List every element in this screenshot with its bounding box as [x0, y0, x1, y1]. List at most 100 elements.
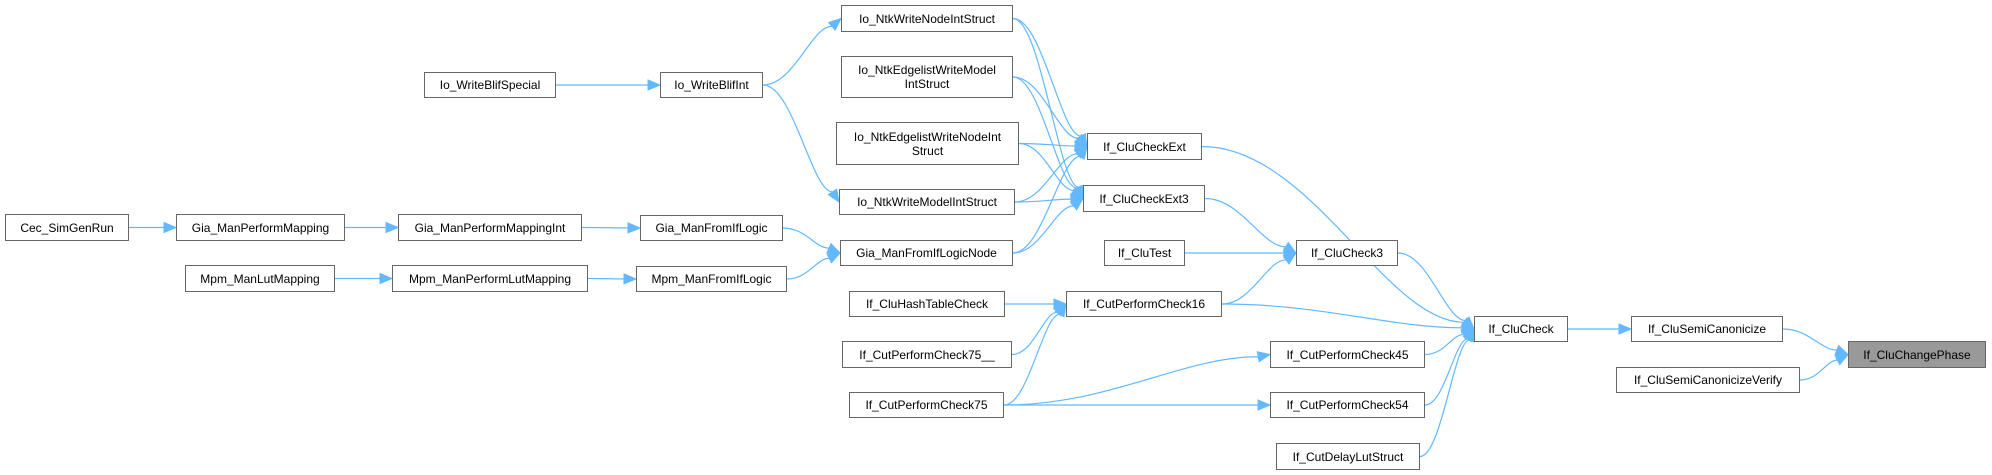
call-edge	[1221, 303, 1463, 329]
node-label: If_CutPerformCheck75__	[859, 347, 995, 362]
arrowhead-icon	[1834, 353, 1850, 366]
graph-node-mpm-manlutmapping[interactable]: Mpm_ManLutMapping	[185, 265, 335, 292]
node-label: Io_NtkEdgelistWriteNodeInt Struct	[853, 129, 1002, 158]
node-label: If_CutPerformCheck75	[865, 398, 988, 412]
call-edge	[1012, 205, 1074, 254]
graph-node-if-cutperformcheck54[interactable]: If_CutPerformCheck54	[1270, 392, 1425, 418]
arrowhead-icon	[1054, 302, 1067, 318]
node-label: Io_NtkWriteModelIntStruct	[857, 195, 997, 209]
call-edge	[1003, 356, 1259, 406]
node-label: Io_NtkEdgelistWriteModel IntStruct	[858, 63, 996, 91]
arrowhead-icon	[163, 221, 178, 234]
graph-node-if-cutperformcheck75[interactable]: If_CutPerformCheck75	[849, 392, 1004, 418]
node-label: If_CluTest	[1117, 246, 1172, 260]
call-edge	[786, 257, 830, 280]
node-label: Gia_ManPerformMappingInt	[414, 220, 566, 235]
graph-node-if-cluchangephase: If_CluChangePhase	[1848, 341, 1986, 368]
node-label: Io_WriteBlifInt	[674, 78, 749, 92]
node-label: Mpm_ManLutMapping	[200, 271, 320, 286]
graph-node-if-clucheckext3[interactable]: If_CluCheckExt3	[1083, 185, 1205, 212]
call-edge	[1012, 17, 1079, 188]
call-edge	[782, 227, 830, 249]
graph-node-if-clutest[interactable]: If_CluTest	[1104, 240, 1185, 266]
arrowhead-icon	[385, 221, 400, 234]
call-edge	[1397, 252, 1466, 322]
graph-node-io-ntkedgelistwritemodelintstruct[interactable]: Io_NtkEdgelistWriteModel IntStruct	[841, 56, 1013, 98]
call-edge	[1014, 198, 1072, 203]
graph-node-if-clusemicanonicizeverify[interactable]: If_CluSemiCanonicizeVerify	[1616, 367, 1800, 393]
arrowhead-icon	[623, 273, 638, 285]
node-label: Gia_ManFromIfLogic	[655, 221, 768, 235]
graph-node-io-ntkwritenodeintstruct[interactable]: Io_NtkWriteNodeIntStruct	[841, 5, 1013, 32]
graph-node-if-cutdelaylutstruct[interactable]: If_CutDelayLutStruct	[1276, 443, 1420, 470]
arrowhead-icon	[1256, 351, 1272, 363]
call-edge	[1782, 328, 1837, 351]
node-label: If_CluCheck	[1488, 322, 1554, 336]
graph-node-gia-manperformmapping[interactable]: Gia_ManPerformMapping	[176, 214, 345, 241]
graph-node-io-writeblifint[interactable]: Io_WriteBlifInt	[660, 72, 763, 98]
graph-node-cec-simgenrun[interactable]: Cec_SimGenRun	[5, 214, 129, 241]
call-edge	[762, 25, 832, 86]
arrowhead-icon	[827, 188, 840, 204]
graph-node-if-clusemicanonicize[interactable]: If_CluSemiCanonicize	[1631, 316, 1783, 342]
arrowhead-icon	[1075, 145, 1088, 161]
graph-node-gia-manfromiflogic[interactable]: Gia_ManFromIfLogic	[640, 215, 783, 241]
graph-node-gia-manfromiflogicnode[interactable]: Gia_ManFromIfLogicNode	[840, 240, 1013, 266]
graph-node-mpm-manfromiflogic[interactable]: Mpm_ManFromIfLogic	[636, 266, 787, 292]
node-label: If_CutPerformCheck45	[1286, 347, 1409, 362]
arrowhead-icon	[1618, 323, 1633, 335]
node-label: If_CluCheckExt	[1103, 139, 1186, 154]
arrowhead-icon	[1834, 344, 1850, 356]
node-label: If_CluChangePhase	[1863, 347, 1971, 362]
call-edge	[1012, 76, 1079, 139]
node-label: Gia_ManFromIfLogicNode	[856, 246, 997, 260]
call-edge	[1419, 339, 1470, 458]
arrowhead-icon	[1463, 327, 1475, 343]
node-label: Io_NtkWriteNodeIntStruct	[859, 11, 995, 26]
call-edge	[1003, 313, 1060, 406]
node-label: Cec_SimGenRun	[20, 220, 114, 235]
graph-node-if-cutperformcheck45[interactable]: If_CutPerformCheck45	[1270, 341, 1425, 368]
arrowhead-icon	[1069, 197, 1085, 211]
call-edge	[1012, 17, 1082, 137]
arrowhead-icon	[826, 252, 842, 264]
graph-node-io-ntkedgelistwritenodeintstruct[interactable]: Io_NtkEdgelistWriteNodeInt Struct	[836, 122, 1019, 165]
call-edge	[762, 84, 833, 193]
graph-node-if-clucheckext[interactable]: If_CluCheckExt	[1087, 133, 1202, 160]
node-label: Mpm_ManFromIfLogic	[651, 272, 772, 286]
call-edge	[1204, 197, 1286, 248]
call-edge	[1201, 145, 1465, 323]
node-label: Io_WriteBlifSpecial	[439, 78, 541, 92]
call-edge	[1424, 338, 1468, 406]
node-label: If_CutPerformCheck54	[1286, 398, 1409, 412]
node-label: If_CluCheckExt3	[1099, 191, 1189, 206]
graph-node-mpm-manperformlutmapping[interactable]: Mpm_ManPerformLutMapping	[392, 265, 588, 292]
call-edge	[1012, 155, 1081, 254]
call-edge	[1799, 359, 1838, 381]
graph-node-if-cutperformcheck16[interactable]: If_CutPerformCheck16	[1066, 291, 1222, 317]
graph-node-if-clucheck[interactable]: If_CluCheck	[1474, 316, 1568, 342]
node-label: If_CluHashTableCheck	[865, 297, 989, 311]
call-edge	[1424, 333, 1464, 356]
call-edge	[1011, 311, 1058, 356]
arrowhead-icon	[827, 17, 842, 31]
graph-node-if-clucheck3[interactable]: If_CluCheck3	[1296, 240, 1398, 266]
graph-node-if-cluhashtablecheck[interactable]: If_CluHashTableCheck	[849, 291, 1005, 317]
call-edge	[1018, 142, 1076, 147]
arrowhead-icon	[1257, 399, 1272, 411]
node-label: If_CutPerformCheck16	[1082, 297, 1206, 311]
graph-node-io-ntkwritemodelintstruct[interactable]: Io_NtkWriteModelIntStruct	[839, 189, 1015, 215]
graph-node-gia-manperformmappingint[interactable]: Gia_ManPerformMappingInt	[398, 214, 582, 241]
call-edge	[1221, 259, 1287, 305]
node-label: If_CluSemiCanonicize	[1647, 322, 1767, 336]
arrowhead-icon	[647, 79, 662, 91]
arrowhead-icon	[826, 242, 842, 254]
graph-node-io-writeblifspecial[interactable]: Io_WriteBlifSpecial	[424, 72, 556, 98]
call-edge	[1014, 153, 1078, 203]
node-label: Gia_ManPerformMapping	[191, 220, 330, 235]
call-edge	[1018, 142, 1075, 192]
arrowhead-icon	[379, 272, 394, 285]
call-edge	[1012, 76, 1078, 189]
graph-node-if-cutperformcheck75-trailing[interactable]: If_CutPerformCheck75__	[842, 341, 1012, 368]
